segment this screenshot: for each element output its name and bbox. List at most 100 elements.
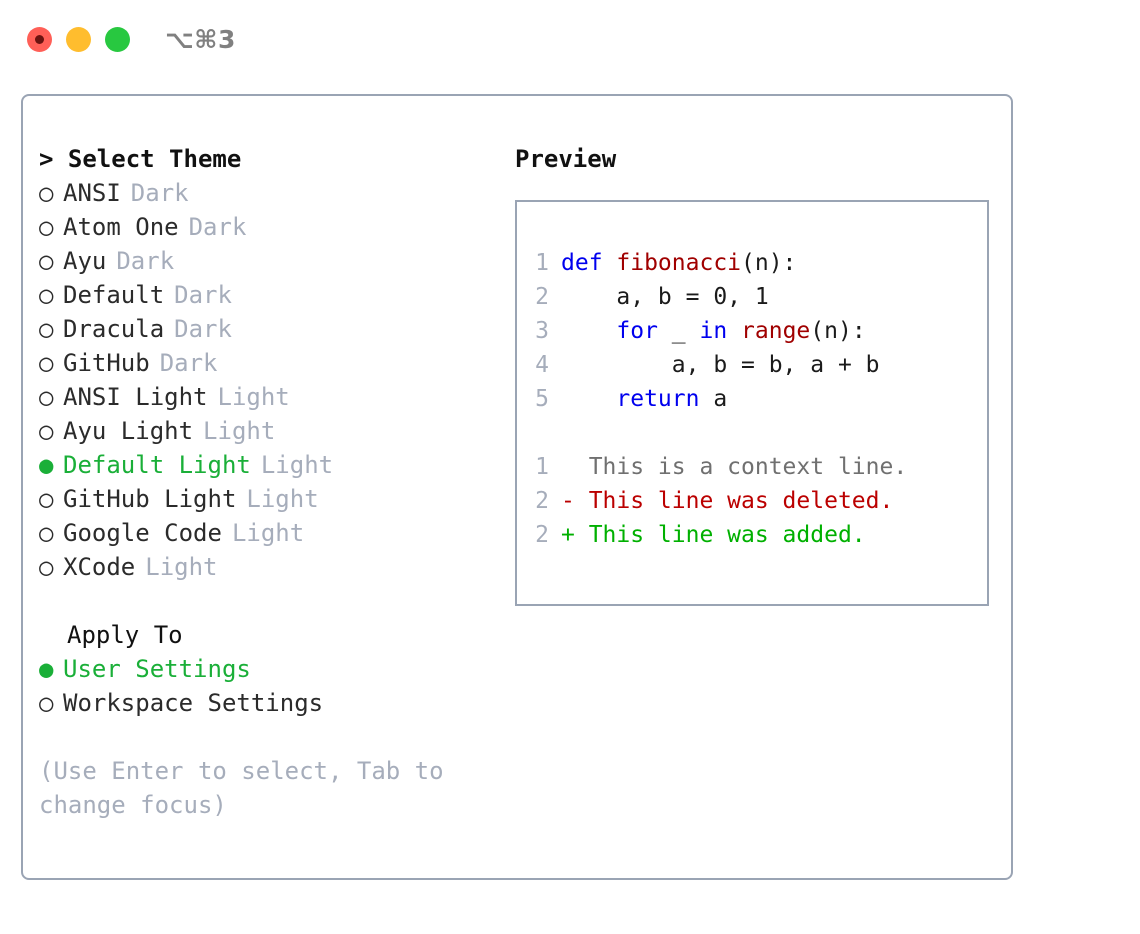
theme-option-xcode[interactable]: ○ XCode Light <box>39 550 505 584</box>
theme-option-github-light[interactable]: ○ GitHub Light Light <box>39 482 505 516</box>
code-text: a, b = 0, 1 <box>561 280 768 314</box>
code-text: return a <box>561 382 727 416</box>
radio-unselected-icon: ○ <box>39 315 54 343</box>
line-number: 3 <box>535 318 549 344</box>
radio-unselected-icon: ○ <box>39 281 54 309</box>
code-line: 4 a, b = b, a + b <box>517 348 987 382</box>
diff-line-add: 2+ This line was added. <box>517 518 987 552</box>
code-line: 1 def fibonacci(n): <box>517 246 987 280</box>
zoom-button[interactable] <box>105 26 130 52</box>
code-token-kw: in <box>699 318 728 344</box>
code-token-fn: range <box>741 318 811 344</box>
theme-option-label: GitHub Light <box>63 485 237 513</box>
theme-option-label: Default Light <box>63 451 251 479</box>
code-token-plain: (n): <box>741 250 797 276</box>
theme-option-tag: Dark <box>174 281 232 309</box>
theme-option-ayu-light[interactable]: ○ Ayu Light Light <box>39 414 505 448</box>
minimize-button[interactable] <box>66 26 91 52</box>
theme-option-tag: Dark <box>159 349 218 377</box>
radio-unselected-icon: ○ <box>39 519 54 547</box>
code-token-plain <box>561 318 616 344</box>
theme-option-label: GitHub <box>63 349 150 377</box>
theme-option-label: Ayu Light <box>63 417 194 445</box>
theme-option-tag: Light <box>246 485 319 513</box>
keyboard-shortcut-label: ⌥⌘3 <box>165 24 236 54</box>
preview-heading: Preview <box>515 145 617 173</box>
title-bar: ⌥⌘3 <box>0 0 1140 78</box>
line-number: 5 <box>535 386 549 412</box>
code-token-kw: return <box>616 386 700 412</box>
apply-to-option-workspace-settings[interactable]: ○ Workspace Settings <box>39 686 505 720</box>
theme-option-tag: Light <box>145 553 218 581</box>
radio-unselected-icon: ○ <box>39 485 54 513</box>
line-number: 2 <box>535 488 549 514</box>
radio-unselected-icon: ○ <box>39 247 54 275</box>
theme-option-label: Google Code <box>63 519 222 547</box>
diff-sample: 1 This is a context line. 2 - This line wa… <box>517 450 987 552</box>
code-token-kw: def <box>561 250 617 276</box>
radio-unselected-icon: ○ <box>39 213 54 241</box>
code-line: 2 a, b = 0, 1 <box>517 280 987 314</box>
theme-option-google-code[interactable]: ○ Google Code Light <box>39 516 505 550</box>
theme-option-tag: Light <box>203 417 276 445</box>
diff-line-del: 2 - This line was deleted. <box>517 484 987 518</box>
code-token-fn: fibonacci <box>616 250 742 276</box>
apply-to-option-label: User Settings <box>63 655 251 683</box>
apply-to-heading: Apply To <box>67 621 183 649</box>
theme-option-github[interactable]: ○ GitHub Dark <box>39 346 505 380</box>
code-text: for _ in range(n): <box>561 314 866 348</box>
line-number: 1 <box>535 250 549 276</box>
code-text: a, b = b, a + b <box>561 348 880 382</box>
theme-option-label: XCode <box>63 553 136 581</box>
radio-unselected-icon: ○ <box>39 179 54 207</box>
theme-option-tag: Light <box>231 519 305 547</box>
code-line: 3 for _ in range(n): <box>517 314 987 348</box>
radio-unselected-icon: ○ <box>39 689 54 717</box>
theme-option-default[interactable]: ○ Default Dark <box>39 278 505 312</box>
apply-to-option-label: Workspace Settings <box>63 689 324 717</box>
theme-option-ansi-light[interactable]: ○ ANSI Light Light <box>39 380 505 414</box>
theme-option-label: ANSI Light <box>63 383 208 411</box>
code-token-plain: a <box>699 386 728 412</box>
select-theme-heading: > Select Theme <box>39 145 242 173</box>
diff-line-ctx: 1 This is a context line. <box>517 450 987 484</box>
diff-text: This is a context line. <box>561 454 908 480</box>
code-token-plain <box>727 318 741 344</box>
code-token-plain <box>561 386 616 412</box>
radio-selected-icon: ● <box>39 451 54 479</box>
radio-unselected-icon: ○ <box>39 417 54 445</box>
code-line: 5 return a <box>517 382 987 416</box>
radio-unselected-icon: ○ <box>39 383 54 411</box>
theme-option-label: Default <box>63 281 165 309</box>
code-token-plain: (n): <box>810 318 866 344</box>
radio-selected-icon: ● <box>39 655 54 683</box>
apply-to-list[interactable]: ● User Settings ○ Workspace Settings <box>39 652 505 720</box>
theme-option-label: ANSI <box>63 179 121 207</box>
apply-to-option-user-settings[interactable]: ● User Settings <box>39 652 505 686</box>
radio-unselected-icon: ○ <box>39 349 54 377</box>
code-token-plain: _ <box>657 318 700 344</box>
theme-option-label: Ayu <box>63 247 107 275</box>
code-diff-spacer <box>517 416 987 450</box>
diff-text: + This line was added. <box>561 522 866 548</box>
line-number: 1 <box>535 454 549 480</box>
close-button[interactable] <box>27 26 52 52</box>
diff-text: - This line was deleted. <box>561 488 894 514</box>
theme-option-tag: Light <box>217 383 290 411</box>
window-controls <box>27 26 130 52</box>
theme-option-ansi[interactable]: ○ ANSI Dark <box>39 176 505 210</box>
radio-unselected-icon: ○ <box>39 553 54 581</box>
theme-option-tag: Dark <box>130 179 189 207</box>
theme-option-label: Dracula <box>63 315 165 343</box>
code-text: def fibonacci(n): <box>561 246 796 280</box>
code-token-kw: for <box>616 318 658 344</box>
